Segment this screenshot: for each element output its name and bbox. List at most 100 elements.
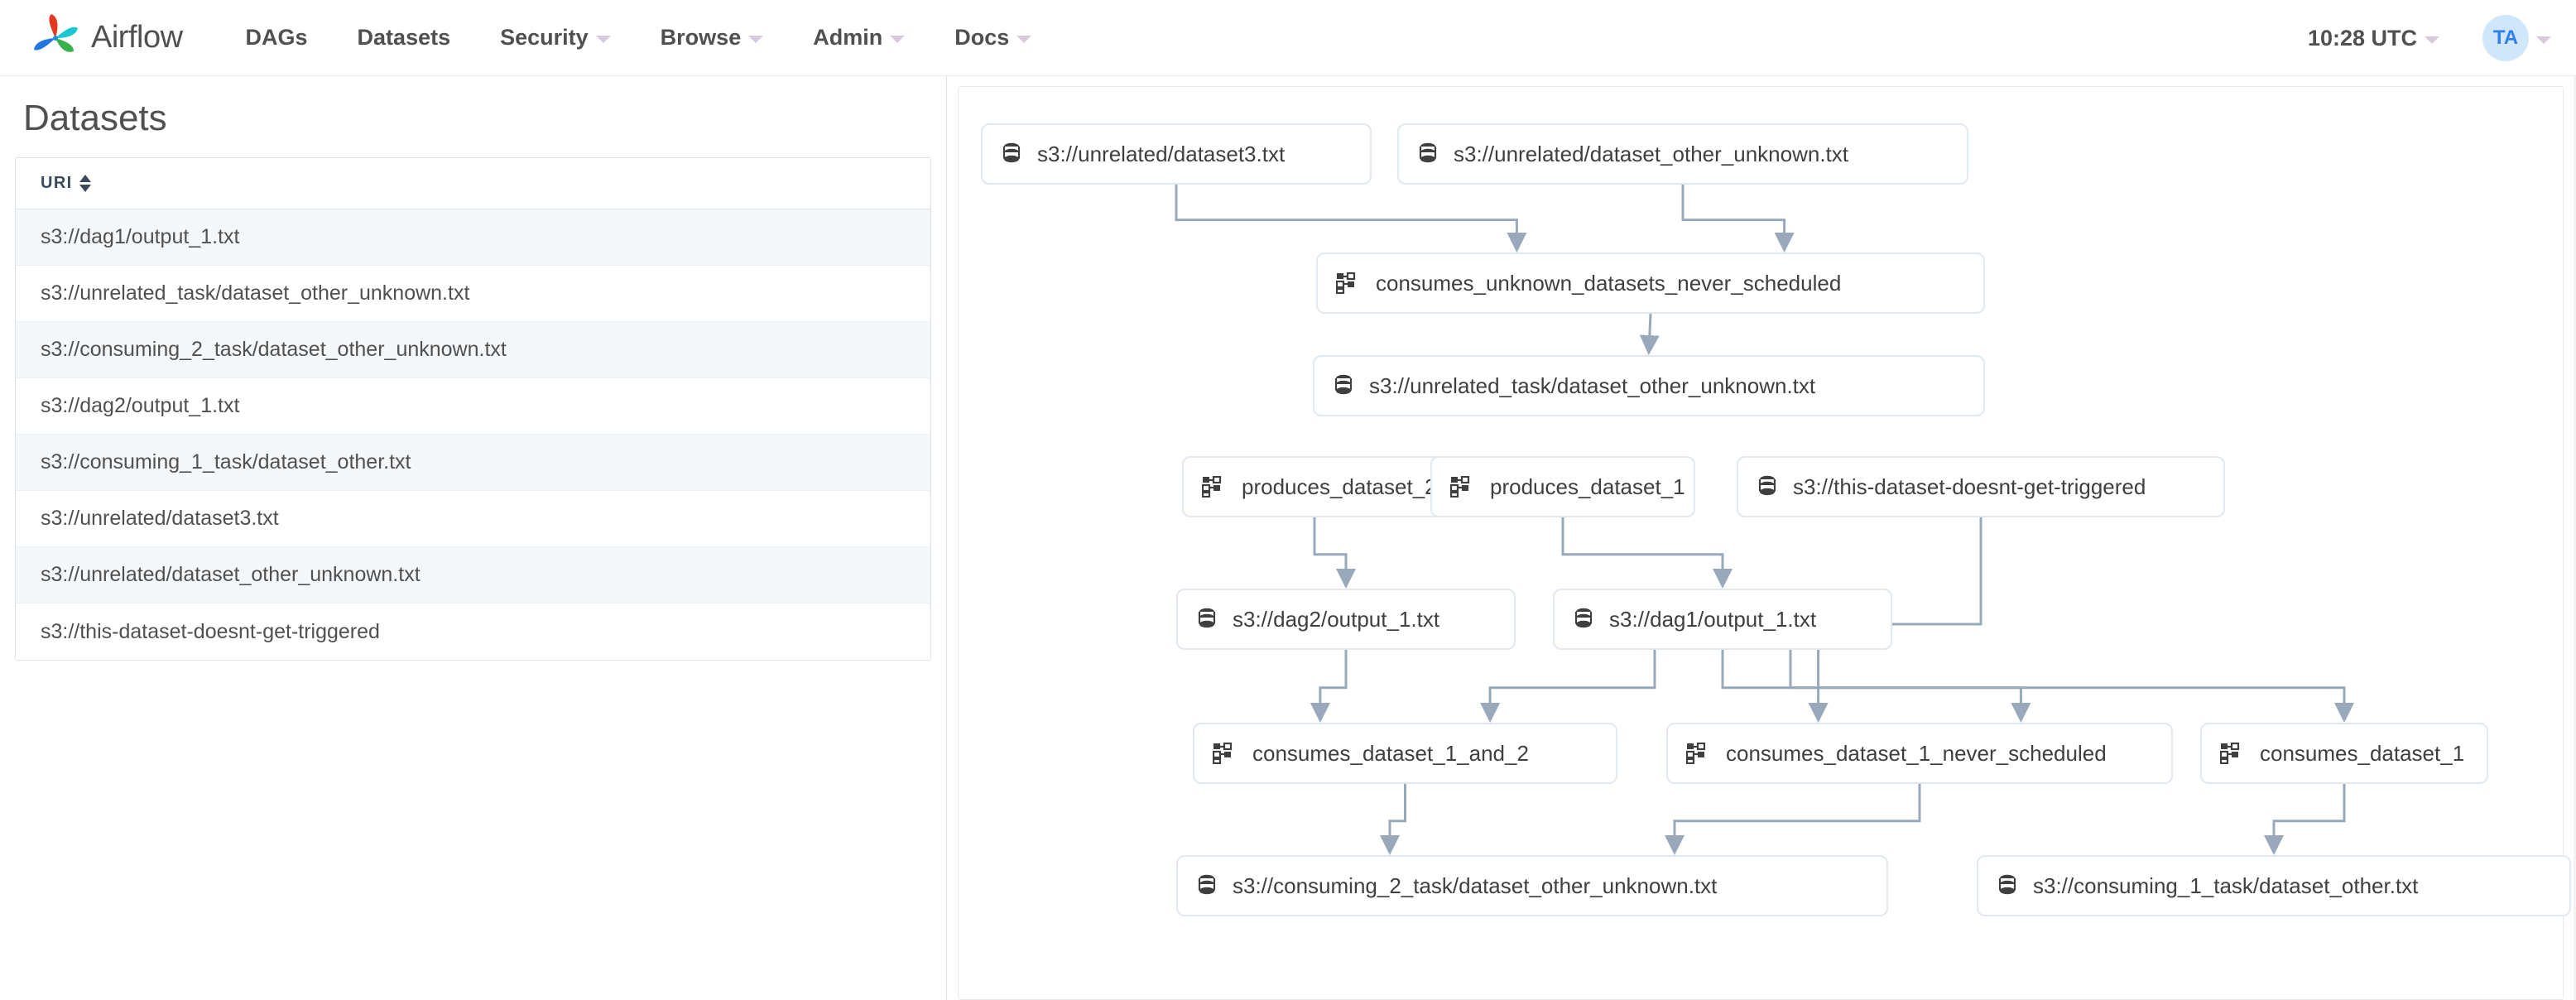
top-navbar: Airflow DAGs Datasets Security Browse Ad… — [0, 0, 2576, 76]
database-stack-icon — [1573, 607, 1594, 632]
database-stack-icon — [1001, 142, 1022, 166]
graph-node-ds_unrelated_dataset3[interactable]: s3://unrelated/dataset3.txt — [981, 123, 1372, 185]
database-stack-icon — [1757, 474, 1778, 499]
graph-node-dag_consumes_1_and_2[interactable]: consumes_dataset_1_and_2 — [1193, 723, 1617, 784]
nav-items: DAGs Datasets Security Browse Admin Docs — [246, 25, 1082, 50]
table-header-row: URI — [16, 158, 930, 209]
table-row[interactable]: s3://consuming_2_task/dataset_other_unkn… — [16, 322, 930, 378]
dataset-uri-cell: s3://this-dataset-doesnt-get-triggered — [41, 619, 380, 643]
clock-label: 10:28 UTC — [2307, 25, 2417, 50]
nav-item-label: Docs — [954, 25, 1010, 50]
graph-node-label: s3://dag1/output_1.txt — [1609, 606, 1817, 632]
graph-node-ds_consuming_2_other_unk[interactable]: s3://consuming_2_task/dataset_other_unkn… — [1176, 855, 1888, 916]
graph-edge — [1380, 784, 1406, 855]
column-header-uri-label: URI — [41, 174, 73, 192]
avatar[interactable]: TA — [2482, 15, 2529, 61]
graph-edge — [1313, 517, 1356, 589]
graph-node-label: s3://consuming_2_task/dataset_other_unkn… — [1233, 873, 1718, 898]
dataset-dependency-graph-panel[interactable]: s3://unrelated/dataset3.txt s3://unrelate… — [948, 76, 2576, 1000]
table-row[interactable]: s3://unrelated_task/dataset_other_unknow… — [16, 266, 930, 322]
dataset-uri-cell: s3://consuming_2_task/dataset_other_unkn… — [41, 338, 507, 361]
graph-node-ds_not_triggered[interactable]: s3://this-dataset-doesnt-get-triggered — [1737, 456, 2225, 517]
graph-edge — [1310, 650, 1348, 723]
dataset-uri-cell: s3://consuming_1_task/dataset_other.txt — [41, 450, 411, 474]
chevron-down-icon — [595, 36, 611, 43]
graph-node-ds_unrelated_other_unk[interactable]: s3://unrelated/dataset_other_unknown.txt — [1397, 123, 1968, 185]
nav-item-label: Datasets — [357, 25, 451, 50]
chevron-down-icon — [890, 36, 906, 43]
database-stack-icon — [1333, 373, 1354, 398]
sitemap-dag-icon — [1336, 272, 1358, 294]
table-row[interactable]: s3://dag2/output_1.txt — [16, 378, 930, 435]
graph-node-label: produces_dataset_1 — [1490, 474, 1685, 499]
graph-node-label: s3://this-dataset-doesnt-get-triggered — [1793, 474, 2146, 499]
database-stack-icon — [1196, 607, 1218, 632]
graph-node-label: s3://unrelated_task/dataset_other_unknow… — [1369, 373, 1816, 398]
graph-node-ds_unrelated_task_other[interactable]: s3://unrelated_task/dataset_other_unknow… — [1313, 355, 1985, 416]
database-stack-icon — [1997, 873, 2018, 898]
graph-edge — [1681, 185, 1795, 252]
graph-edge — [1665, 784, 1921, 855]
dataset-uri-cell: s3://unrelated_task/dataset_other_unknow… — [41, 281, 470, 305]
database-stack-icon — [1417, 142, 1439, 166]
table-row[interactable]: s3://dag1/output_1.txt — [16, 209, 930, 266]
chevron-down-icon — [1016, 36, 1032, 43]
airflow-pinwheel-logo — [30, 12, 81, 64]
nav-item-admin[interactable]: Admin — [813, 25, 906, 50]
graph-edges-layer — [1175, 185, 2354, 855]
graph-node-dag_consumes_unknown[interactable]: consumes_unknown_datasets_never_schedule… — [1316, 252, 1985, 314]
brand-name: Airflow — [91, 20, 183, 55]
graph-node-label: s3://unrelated/dataset_other_unknown.txt — [1454, 141, 1848, 166]
graph-node-label: s3://dag2/output_1.txt — [1233, 606, 1440, 632]
nav-item-security[interactable]: Security — [500, 25, 611, 50]
graph-edge — [1480, 650, 1656, 723]
datasets-list-panel: Datasets URI s3://dag1/output_1.txt s3:/… — [0, 76, 947, 1000]
user-menu[interactable]: TA — [2482, 15, 2551, 61]
graph-node-ds_dag1_output[interactable]: s3://dag1/output_1.txt — [1553, 589, 1892, 650]
graph-node-dag_consumes_1_never[interactable]: consumes_dataset_1_never_scheduled — [1666, 723, 2173, 784]
graph-edge — [1639, 313, 1660, 355]
chevron-down-icon — [2425, 36, 2439, 44]
graph-edge — [2264, 784, 2346, 855]
table-row[interactable]: s3://consuming_1_task/dataset_other.txt — [16, 435, 930, 491]
timezone-selector[interactable]: 10:28 UTC — [2308, 26, 2439, 51]
dataset-uri-cell: s3://dag2/output_1.txt — [41, 394, 240, 417]
datasets-table: URI s3://dag1/output_1.txt s3://unrelate… — [15, 157, 931, 661]
sitemap-dag-icon — [1450, 476, 1472, 498]
graph-node-dag_consumes_1[interactable]: consumes_dataset_1 — [2200, 723, 2488, 784]
graph-node-dag_produces_1[interactable]: produces_dataset_1 — [1430, 456, 1695, 517]
nav-item-dags[interactable]: DAGs — [246, 25, 308, 50]
nav-item-label: Browse — [660, 25, 742, 50]
graph-edge — [1789, 650, 2354, 723]
column-header-uri[interactable]: URI — [41, 174, 91, 193]
graph-node-dag_produces_2[interactable]: produces_dataset_2 — [1182, 456, 1447, 517]
navbar-right: 10:28 UTC TA — [2308, 0, 2551, 76]
nav-item-datasets[interactable]: Datasets — [358, 25, 451, 50]
graph-edge — [1175, 185, 1527, 252]
graph-node-label: s3://unrelated/dataset3.txt — [1037, 141, 1286, 166]
brand-logo-link[interactable]: Airflow — [30, 12, 183, 64]
graph-node-ds_dag2_output[interactable]: s3://dag2/output_1.txt — [1176, 589, 1516, 650]
table-row[interactable]: s3://this-dataset-doesnt-get-triggered — [16, 603, 930, 660]
graph-edge — [1808, 517, 1982, 723]
graph-node-label: consumes_unknown_datasets_never_schedule… — [1376, 270, 1842, 296]
sort-updown-icon[interactable] — [79, 175, 91, 192]
graph-edge — [1721, 650, 2031, 723]
table-row[interactable]: s3://unrelated/dataset3.txt — [16, 491, 930, 547]
nav-item-browse[interactable]: Browse — [661, 25, 764, 50]
page-title: Datasets — [23, 98, 167, 138]
graph-edge — [1561, 517, 1733, 589]
graph-node-ds_consuming_1_other[interactable]: s3://consuming_1_task/dataset_other.txt — [1977, 855, 2571, 916]
nav-item-label: Admin — [813, 25, 883, 50]
vertical-scrollbar[interactable] — [2574, 76, 2576, 1000]
dataset-uri-cell: s3://unrelated/dataset3.txt — [41, 507, 279, 530]
graph-node-label: s3://consuming_1_task/dataset_other.txt — [2033, 873, 2419, 898]
graph-canvas[interactable]: s3://unrelated/dataset3.txt s3://unrelate… — [958, 86, 2571, 1000]
nav-item-docs[interactable]: Docs — [954, 25, 1032, 50]
graph-node-label: consumes_dataset_1 — [2260, 740, 2465, 766]
table-row[interactable]: s3://unrelated/dataset_other_unknown.txt — [16, 547, 930, 603]
graph-node-label: consumes_dataset_1_and_2 — [1252, 740, 1529, 766]
sitemap-dag-icon — [1213, 743, 1234, 764]
sitemap-dag-icon — [2220, 743, 2242, 764]
sitemap-dag-icon — [1686, 743, 1708, 764]
